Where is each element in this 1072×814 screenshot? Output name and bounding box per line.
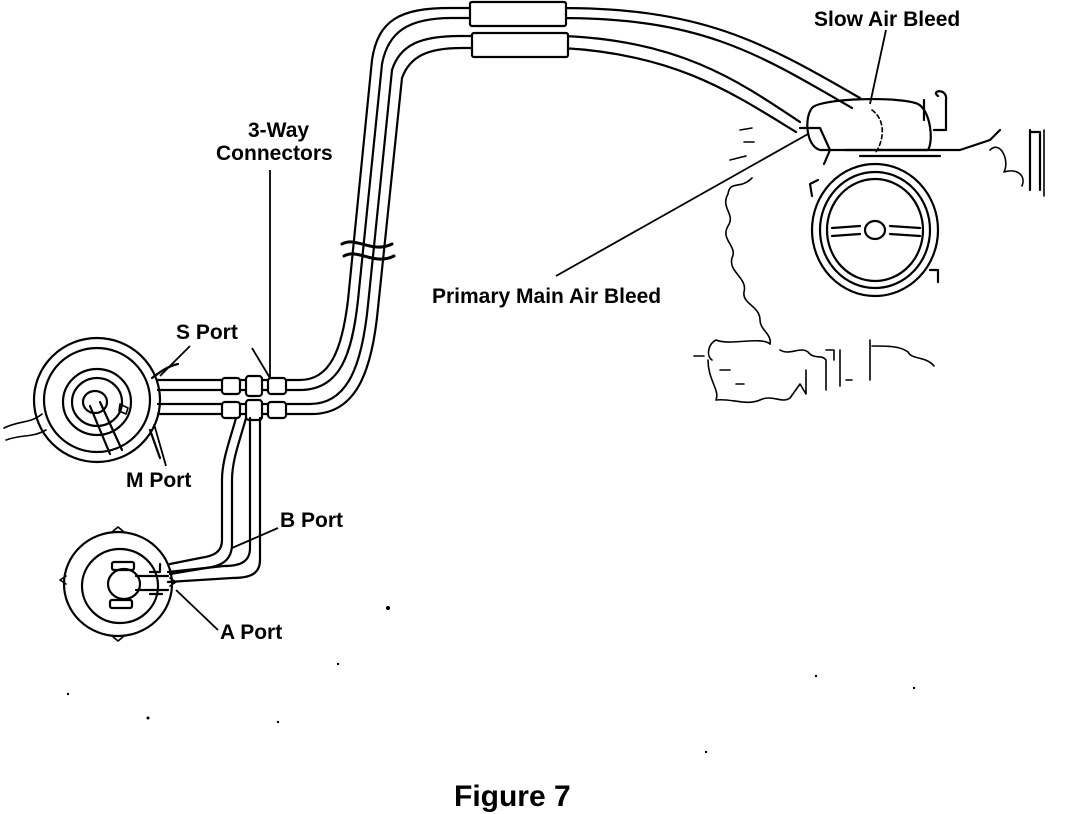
lower-vacuum-unit [59,526,177,642]
lower-hoses [166,416,262,584]
leader-b-port [231,527,279,549]
leader-a-port [175,589,219,631]
specks [66,606,916,754]
label-a-port: A Port [220,621,282,644]
figure-caption: Figure 7 [454,780,571,813]
label-connectors: Connectors [216,142,333,165]
label-primary-main-air-bleed: Primary Main Air Bleed [432,285,661,308]
leader-3-way-connectors-b [251,347,271,379]
leader-s-port [159,345,191,377]
label-3-way: 3-Way [248,119,309,142]
carburetor-assembly [693,90,1045,404]
leader-slow-air-bleed [869,29,887,105]
main-hoses [156,0,862,416]
leader-m-port [153,423,167,467]
label-slow-air-bleed: Slow Air Bleed [814,8,960,31]
label-m-port: M Port [126,469,191,492]
label-s-port: S Port [176,321,238,344]
upper-vacuum-unit [3,336,180,464]
leader-primary-main-air-bleed [555,133,809,277]
three-way-connectors [220,374,288,422]
leader-lines [153,29,887,631]
label-b-port: B Port [280,509,343,532]
